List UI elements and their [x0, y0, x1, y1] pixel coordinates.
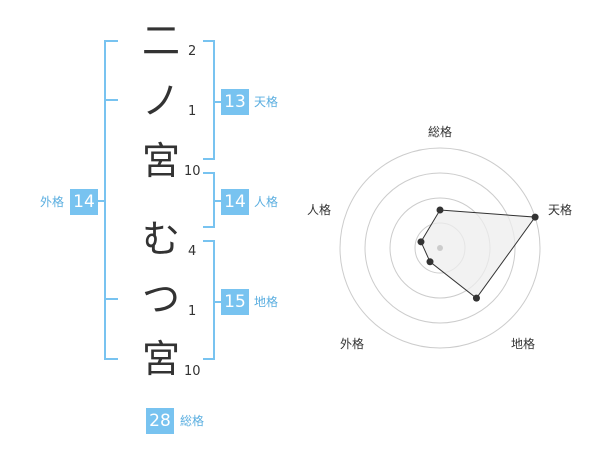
jinkaku-label: 人格 — [254, 195, 279, 209]
radar-polygon — [420, 209, 537, 299]
sokaku-label: 総格 — [180, 414, 205, 428]
outer-bracket-tick-2 — [104, 99, 118, 101]
jinkaku-value: 14 — [221, 189, 249, 215]
name-char-2: ノ — [141, 79, 180, 123]
radar-point-1 — [436, 206, 444, 214]
radar-chart — [339, 147, 541, 349]
name-char-6: 宮 — [141, 337, 180, 381]
tenkaku-bracket-bottom — [203, 158, 215, 160]
jinkaku-bracket-top — [203, 172, 215, 174]
tenkaku-bracket-top — [203, 40, 215, 42]
jinkaku-connector — [213, 200, 221, 202]
chikaku-value: 15 — [221, 289, 249, 315]
outer-bracket-vertical — [104, 40, 106, 360]
radar-point-5 — [417, 238, 425, 246]
stroke-count-1: 2 — [188, 44, 197, 59]
gaikaku-label: 外格 — [40, 195, 65, 209]
radar-label-sokaku: 総格 — [428, 125, 453, 139]
radar-label-tenkaku: 天格 — [548, 203, 573, 217]
stroke-count-4: 4 — [188, 244, 197, 259]
gaikaku-value: 14 — [70, 189, 98, 215]
radar-point-4 — [426, 258, 434, 266]
tenkaku-connector — [213, 101, 221, 103]
outer-bracket-tick-5 — [104, 298, 118, 300]
name-char-1: 二 — [141, 19, 180, 63]
radar-ring-4 — [339, 147, 541, 349]
radar-point-3 — [472, 294, 480, 302]
name-char-3: 宮 — [141, 139, 180, 183]
radar-point-2 — [531, 213, 539, 221]
sokaku-value: 28 — [146, 408, 174, 434]
radar-label-gaikaku: 外格 — [340, 337, 365, 351]
outer-bracket-bottom-tick — [104, 358, 118, 360]
outer-bracket-top-tick — [104, 40, 118, 42]
stroke-count-2: 1 — [188, 104, 197, 119]
name-char-4: む — [141, 217, 180, 261]
tenkaku-label: 天格 — [254, 95, 279, 109]
chikaku-bracket-top — [203, 240, 215, 242]
name-char-5: つ — [141, 277, 180, 321]
chikaku-label: 地格 — [254, 295, 279, 309]
jinkaku-bracket-bottom — [203, 226, 215, 228]
radar-label-jinkaku: 人格 — [307, 203, 332, 217]
stroke-count-3: 10 — [184, 164, 201, 179]
stroke-count-6: 10 — [184, 364, 201, 379]
chikaku-connector — [213, 301, 221, 303]
tenkaku-bracket-vertical — [213, 40, 215, 160]
stroke-count-5: 1 — [188, 304, 197, 319]
outer-bracket-connector — [96, 200, 104, 202]
tenkaku-value: 13 — [221, 89, 249, 115]
radar-ring-3 — [364, 172, 516, 324]
radar-center — [437, 245, 443, 251]
chikaku-bracket-bottom — [203, 358, 215, 360]
radar-label-chikaku: 地格 — [511, 337, 536, 351]
chikaku-bracket-vertical — [213, 240, 215, 360]
